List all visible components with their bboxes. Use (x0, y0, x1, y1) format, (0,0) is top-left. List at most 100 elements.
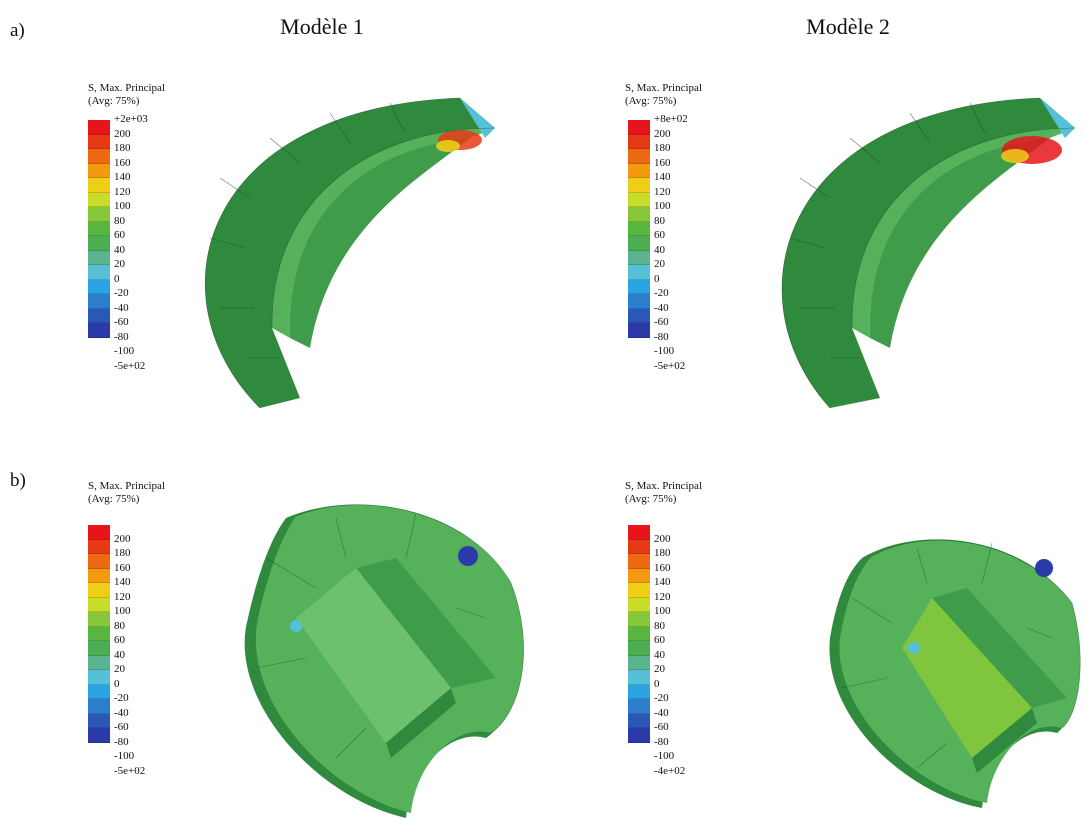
legend-swatch (88, 207, 110, 222)
legend-swatch (88, 192, 110, 207)
legend-swatch (88, 308, 110, 323)
legend-label: -4e+02 (654, 764, 686, 777)
legend-swatch (88, 597, 110, 612)
hemisphere-shell-model-1 (204, 97, 496, 409)
legend-swatch (628, 178, 650, 193)
legend-label: 40 (114, 648, 125, 661)
legend-swatch (88, 279, 110, 294)
legend-swatch (628, 134, 650, 149)
legend-swatch (628, 149, 650, 164)
legend-swatch (628, 670, 650, 685)
legend-title-line-2: (Avg: 75%) (625, 493, 677, 505)
legend-label: -5e+02 (114, 359, 146, 372)
legend-label: -80 (114, 330, 129, 343)
legend-label: 100 (654, 200, 671, 212)
legend-label: 0 (654, 272, 660, 285)
legend-swatch (628, 554, 650, 569)
legend-title: S, Max. Principal (Avg: 75%) (88, 480, 165, 506)
legend-swatch (88, 236, 110, 251)
legend-label: 160 (114, 561, 131, 574)
legend-swatch (88, 250, 110, 265)
legend-swatch (628, 641, 650, 656)
legend-swatch (88, 294, 110, 309)
legend-title: S, Max. Principal (Avg: 75%) (625, 82, 702, 108)
legend-label: 200 (654, 127, 671, 140)
legend-swatch (88, 728, 110, 743)
disc-with-slot-model-2 (829, 539, 1081, 808)
legend-label: 80 (654, 214, 665, 227)
legend-swatch (88, 178, 110, 193)
legend-title-line-1: S, Max. Principal (88, 480, 165, 492)
legend-swatch (628, 221, 650, 236)
legend-label: 160 (654, 156, 671, 169)
legend-label: 180 (114, 142, 131, 154)
legend-label: 200 (114, 532, 131, 545)
legend-label: -40 (114, 706, 129, 719)
legend-label: 60 (654, 229, 665, 241)
legend-label: 0 (114, 677, 120, 690)
legend-swatch (628, 626, 650, 641)
legend-swatch (88, 134, 110, 149)
color-legend (88, 525, 110, 743)
legend-label: 160 (114, 156, 131, 169)
legend-label: -5e+02 (654, 359, 686, 372)
legend-label: -5e+02 (114, 764, 146, 777)
legend-swatch (628, 250, 650, 265)
legend-swatch (628, 308, 650, 323)
legend-label: -40 (114, 301, 129, 314)
row-label-a: a) (10, 20, 25, 41)
legend-swatch (628, 568, 650, 583)
legend-swatch (88, 265, 110, 280)
legend-label: 120 (654, 185, 671, 198)
legend-label: -100 (654, 345, 675, 357)
legend-label: 100 (114, 605, 131, 617)
legend-swatch (88, 120, 110, 135)
legend-swatch (88, 539, 110, 554)
legend-label: 200 (114, 127, 131, 140)
legend-swatch (88, 221, 110, 236)
legend-title: S, Max. Principal (Avg: 75%) (625, 480, 702, 506)
legend-swatch (628, 192, 650, 207)
legend-label: -60 (654, 316, 669, 328)
legend-swatch (628, 539, 650, 554)
legend-swatch (88, 149, 110, 164)
legend-label: 60 (114, 634, 125, 646)
legend-swatch (88, 525, 110, 540)
legend-swatch (628, 525, 650, 540)
legend-swatch (628, 699, 650, 714)
legend-swatch (628, 279, 650, 294)
legend-label: 140 (654, 171, 671, 183)
row-label-b: b) (10, 470, 26, 491)
legend-swatch (88, 670, 110, 685)
legend-label: -40 (654, 301, 669, 314)
legend-label: 120 (654, 590, 671, 603)
legend-swatch (88, 163, 110, 178)
legend-title: S, Max. Principal (Avg: 75%) (88, 82, 165, 108)
legend-label: -100 (654, 750, 675, 762)
legend-swatch (88, 612, 110, 627)
legend-label: -20 (114, 692, 129, 704)
legend-label: -40 (654, 706, 669, 719)
legend-swatch (88, 641, 110, 656)
legend-swatch (628, 684, 650, 699)
legend-swatch (88, 583, 110, 598)
legend-swatch (88, 699, 110, 714)
legend-swatch (628, 163, 650, 178)
legend-title-line-1: S, Max. Principal (88, 82, 165, 94)
legend-label: 180 (654, 547, 671, 559)
legend-label: -20 (654, 287, 669, 299)
legend-swatch (628, 323, 650, 338)
legend-swatch (628, 120, 650, 135)
legend-label: 180 (654, 142, 671, 154)
legend-label: 140 (114, 576, 131, 588)
legend-label: 0 (114, 272, 120, 285)
legend-label: -80 (654, 735, 669, 748)
legend-swatch (628, 265, 650, 280)
legend-swatch (88, 626, 110, 641)
legend-label: 160 (654, 561, 671, 574)
legend-label: -60 (114, 316, 129, 328)
legend-label: 80 (114, 214, 125, 227)
color-legend (628, 525, 650, 743)
